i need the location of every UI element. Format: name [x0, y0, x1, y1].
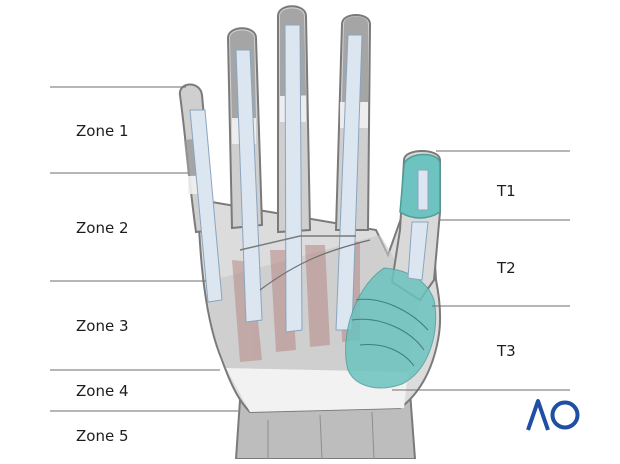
zone-3-label: Zone 3 — [76, 317, 129, 335]
ao-logo — [526, 398, 580, 432]
finger-tendons — [189, 24, 371, 333]
zone-2-label: Zone 2 — [76, 219, 129, 237]
zone-4-label: Zone 4 — [76, 382, 129, 400]
zone-1-label: Zone 1 — [76, 122, 129, 140]
zone-lines-right — [392, 150, 570, 391]
ao-logo-mark — [526, 399, 580, 431]
t1-label: T1 — [497, 182, 516, 200]
zone-lines-left — [50, 86, 238, 412]
thumb — [345, 150, 441, 389]
zone-5-label: Zone 5 — [76, 427, 129, 445]
t3-label: T3 — [497, 342, 516, 360]
t2-label: T2 — [497, 259, 516, 277]
thumb-t3-highlight — [345, 267, 437, 389]
